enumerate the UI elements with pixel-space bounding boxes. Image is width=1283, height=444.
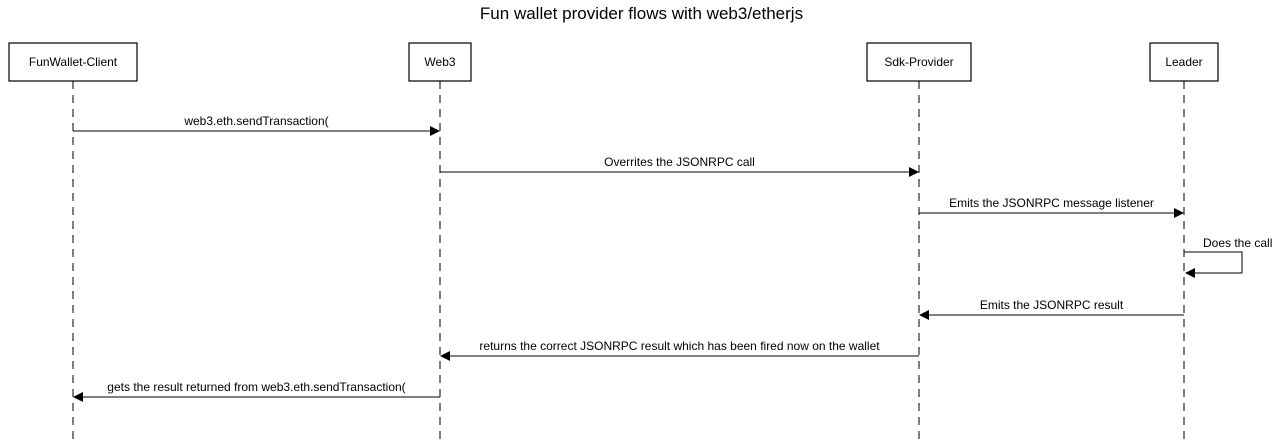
message-arrow [1184, 251, 1243, 278]
actor-label: FunWallet-Client [29, 55, 118, 69]
actor-box [866, 42, 972, 82]
actor-client: FunWallet-Client [8, 42, 138, 82]
actor-leader: Leader [1149, 42, 1219, 82]
actor-sdk: Sdk-Provider [866, 42, 972, 82]
diagram-title: Fun wallet provider flows with web3/ethe… [479, 4, 804, 23]
actor-box [408, 42, 472, 82]
message-6: returns the correct JSONRPC result which… [440, 339, 919, 361]
message-label: Does the call [1203, 236, 1272, 250]
message-5: Emits the JSONRPC result [919, 298, 1184, 320]
message-2: Overrites the JSONRPC call [440, 155, 919, 177]
message-label: gets the result returned from web3.eth.s… [107, 380, 405, 394]
actor-web3: Web3 [408, 42, 472, 82]
actor-box [1149, 42, 1219, 82]
message-7: gets the result returned from web3.eth.s… [73, 380, 440, 402]
message-1: web3.eth.sendTransaction( [73, 114, 440, 136]
message-label: returns the correct JSONRPC result which… [479, 339, 880, 353]
message-label: Emits the JSONRPC result [980, 298, 1124, 312]
message-3: Emits the JSONRPC message listener [919, 196, 1184, 218]
actor-label: Web3 [424, 55, 455, 69]
message-4: Does the call [1184, 236, 1272, 278]
message-label: Overrites the JSONRPC call [604, 155, 755, 169]
actor-label: Sdk-Provider [884, 55, 953, 69]
message-label: web3.eth.sendTransaction( [183, 114, 328, 128]
message-label: Emits the JSONRPC message listener [949, 196, 1154, 210]
actor-label: Leader [1165, 55, 1202, 69]
actor-box [8, 42, 138, 82]
